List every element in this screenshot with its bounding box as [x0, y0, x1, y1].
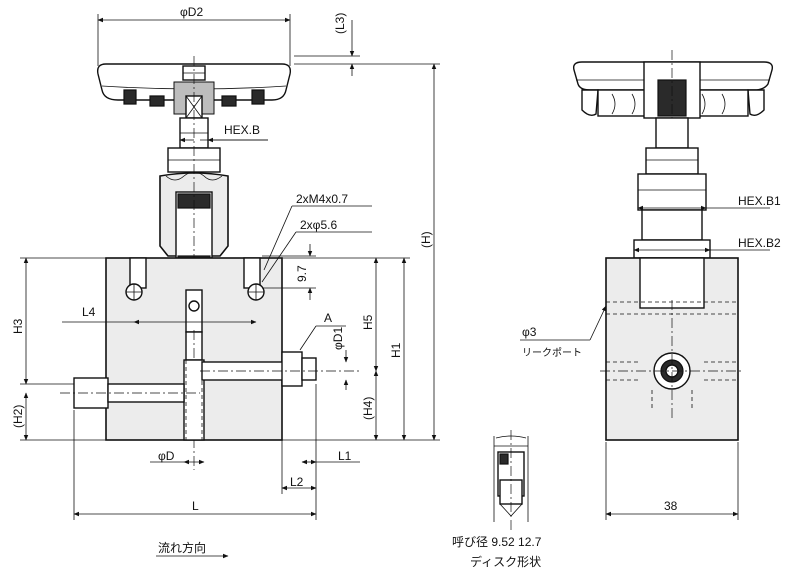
- label-l3: (L3): [333, 13, 347, 34]
- label-l4: L4: [82, 305, 96, 319]
- front-labels: φD2 (L3) HEX.B 2xM4x0.7 2xφ5.6 9.7 L4 A …: [11, 5, 433, 555]
- label-flow-direction: 流れ方向: [158, 540, 206, 555]
- label-phi56: 2xφ5.6: [300, 218, 337, 232]
- side-dimensions: [520, 205, 770, 520]
- label-phi3: φ3: [522, 325, 537, 339]
- label-9-7: 9.7: [295, 265, 309, 282]
- label-h4: (H4): [361, 397, 375, 420]
- label-h1: H1: [389, 342, 403, 358]
- label-phi-d: φD: [158, 449, 175, 463]
- label-hex-b2: HEX.B2: [738, 236, 781, 250]
- front-view: φD2 (L3) HEX.B 2xM4x0.7 2xφ5.6 9.7 L4 A …: [11, 5, 440, 559]
- label-hex-b1: HEX.B1: [738, 194, 781, 208]
- label-phi-d2: φD2: [180, 5, 203, 19]
- label-h3: H3: [11, 318, 25, 334]
- label-l1: L1: [338, 449, 352, 463]
- label-l: L: [192, 499, 199, 513]
- label-phi-d1: φD1: [331, 327, 345, 350]
- label-h: (H): [419, 231, 433, 248]
- label-h5: H5: [361, 314, 375, 330]
- side-view: HEX.B1 HEX.B2 φ3 リークポート 38: [520, 50, 781, 520]
- label-leak-port: リークポート: [522, 347, 582, 359]
- bonnet-front: [159, 56, 229, 330]
- handwheel-front: [96, 63, 292, 119]
- label-a: A: [324, 311, 332, 325]
- bonnet-side: [633, 117, 711, 259]
- disc-shape-detail: 呼び径 9.52 12.7 ディスク形状: [452, 430, 542, 569]
- label-38: 38: [664, 499, 678, 513]
- label-disc-shape: ディスク形状: [470, 554, 541, 569]
- label-nominal-size: 呼び径 9.52 12.7: [452, 535, 542, 549]
- label-m4: 2xM4x0.7: [296, 192, 348, 206]
- side-labels: HEX.B1 HEX.B2 φ3 リークポート 38: [522, 194, 781, 513]
- label-hex-b: HEX.B: [224, 123, 260, 137]
- label-h2: (H2): [11, 405, 25, 428]
- label-l2: L2: [290, 475, 304, 489]
- valve-body-side: [600, 257, 744, 441]
- front-dimensions: [20, 14, 440, 559]
- valve-body-front: [60, 257, 360, 470]
